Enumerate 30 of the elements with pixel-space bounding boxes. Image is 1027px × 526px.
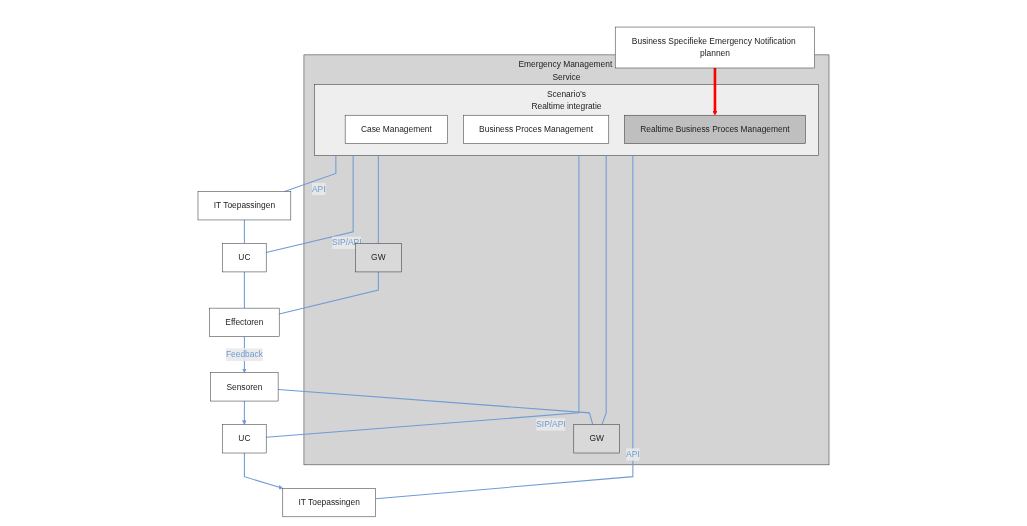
connector (278, 271, 379, 315)
node-box: IT Toepassingen (282, 488, 376, 518)
connector (265, 154, 354, 254)
edge-label: API (311, 184, 326, 194)
node-box: IT Toepassingen (197, 191, 292, 221)
node-box: UC (222, 243, 267, 273)
connector (601, 154, 607, 426)
node-box: GW (355, 243, 402, 273)
connector (243, 219, 245, 245)
node-box: Effectoren (209, 307, 280, 337)
node-box: Business Proces Management (463, 114, 610, 144)
node-box: UC (222, 424, 267, 454)
connector (265, 154, 580, 438)
edge-label: Feedback (225, 349, 263, 359)
arrow (243, 452, 284, 490)
connector (243, 271, 245, 309)
connector (284, 154, 337, 193)
node-box: Sensoren (210, 372, 279, 402)
edge-label: API (626, 449, 640, 459)
node-box: Case Management (344, 114, 448, 144)
connector (375, 154, 634, 500)
node-box: Realtime Business Proces Management (624, 114, 806, 144)
arrow (712, 68, 718, 116)
edge-label: SIP/API (536, 419, 566, 429)
connector (377, 154, 379, 245)
node-box: Business Specifieke Emergency Notification plannen (614, 26, 815, 69)
connector (277, 388, 594, 426)
node-box: GW (573, 424, 620, 454)
arrow (242, 400, 247, 425)
edge-label: SIP/API (332, 238, 362, 247)
